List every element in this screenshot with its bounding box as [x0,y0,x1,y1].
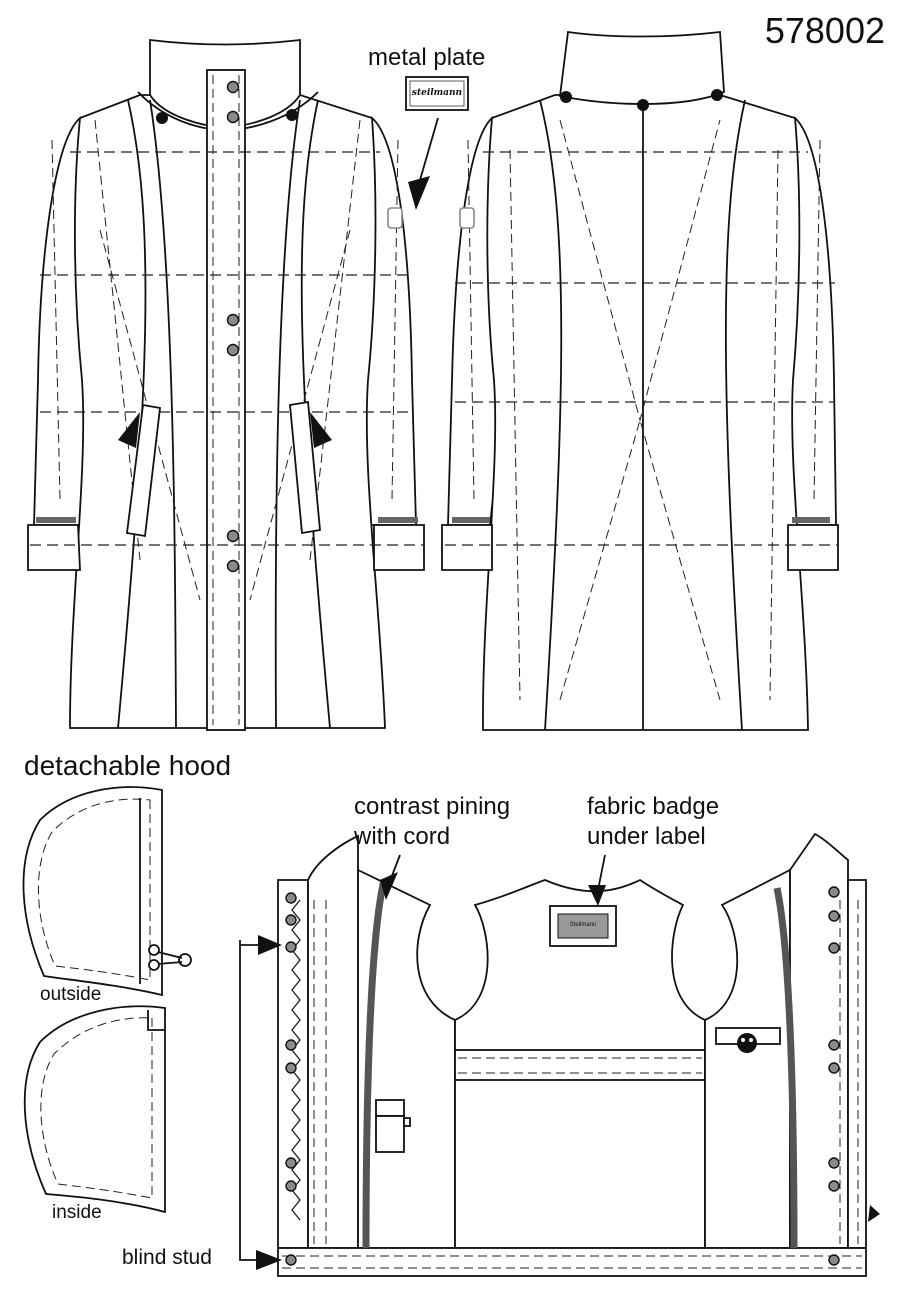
back-right-cuff-band [792,517,830,523]
back-view [441,30,839,731]
back-body [482,94,809,731]
front-right-pocket [289,400,321,535]
back-collar [559,30,725,105]
metal-plate-icon [405,76,469,111]
back-left-cuff [441,524,493,571]
front-left-cuff-band [36,517,76,523]
blind-stud-label: blind stud [122,1246,212,1269]
hood-outside [22,786,192,997]
front-placket-buttons [226,80,240,573]
inner-pocket-right [715,1027,781,1053]
back-sleeve-tab [459,207,475,229]
hood-inside-label: inside [52,1202,102,1223]
contrast-piping-right [773,887,798,1249]
metal-plate-label: metal plate [368,44,486,71]
sleeve-tab [387,207,403,229]
back-left-cuff-band [452,517,490,523]
style-number: 578002 [764,10,885,51]
inner-pocket-left [375,1099,411,1153]
front-right-cuff [373,524,425,571]
front-left-pocket [125,403,161,538]
contrast-piping-left [362,879,388,1249]
front-right-cuff-band [378,517,418,523]
front-left-cuff [27,524,81,571]
inside-view [239,832,880,1277]
blind-studs-right [828,886,840,1266]
fabric-badge-label: fabric badge under label [587,793,720,850]
fabric-badge-brand: Steilmann [569,922,597,928]
metal-plate-brand: steilmann [411,88,463,98]
contrast-piping-label: contrast pining with cord [354,793,511,850]
detachable-hood-label: detachable hood [24,750,232,781]
hood-outside-label: outside [40,984,102,1005]
back-right-cuff [787,524,839,571]
hood-inside [23,1005,166,1214]
blind-studs-left [285,892,297,1266]
front-view [27,38,469,731]
